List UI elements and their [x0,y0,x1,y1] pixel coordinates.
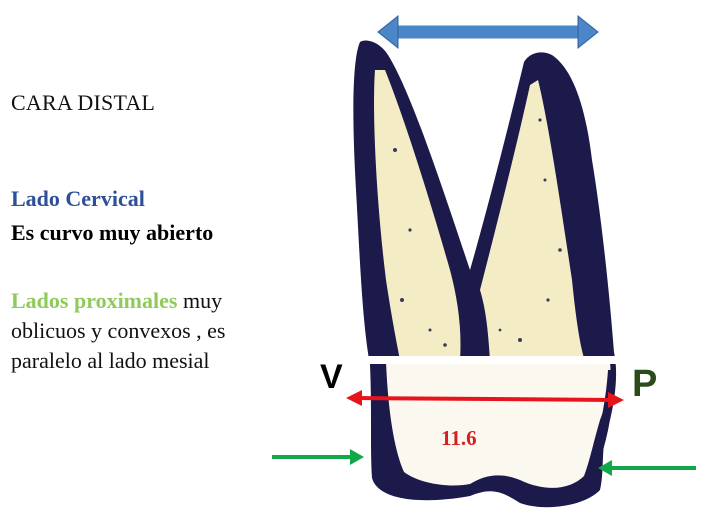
proximal-line3: paralelo al lado mesial [11,348,210,373]
proximal-sides-heading: Lados proximales [11,288,178,313]
crown-width-arrow [346,390,624,408]
proximal-line1-rest: muy [177,288,223,313]
width-measurement-label: 11.6 [441,426,477,450]
proximal-line2: oblicuos y convexos , es [11,318,226,343]
top-blue-arrow [377,14,599,50]
vestibular-label: V [320,358,343,396]
left-contact-arrow [272,449,364,465]
page-title: CARA DISTAL [11,90,156,115]
cervical-side-description: Es curvo muy abierto [11,220,214,245]
right-contact-arrow [598,460,696,476]
palatal-label: P [632,363,658,405]
tooth-shape [353,40,617,508]
cervical-side-heading: Lado Cervical [11,186,145,211]
proximal-sides-text: Lados proximales muy oblicuos y convexos… [11,286,311,376]
